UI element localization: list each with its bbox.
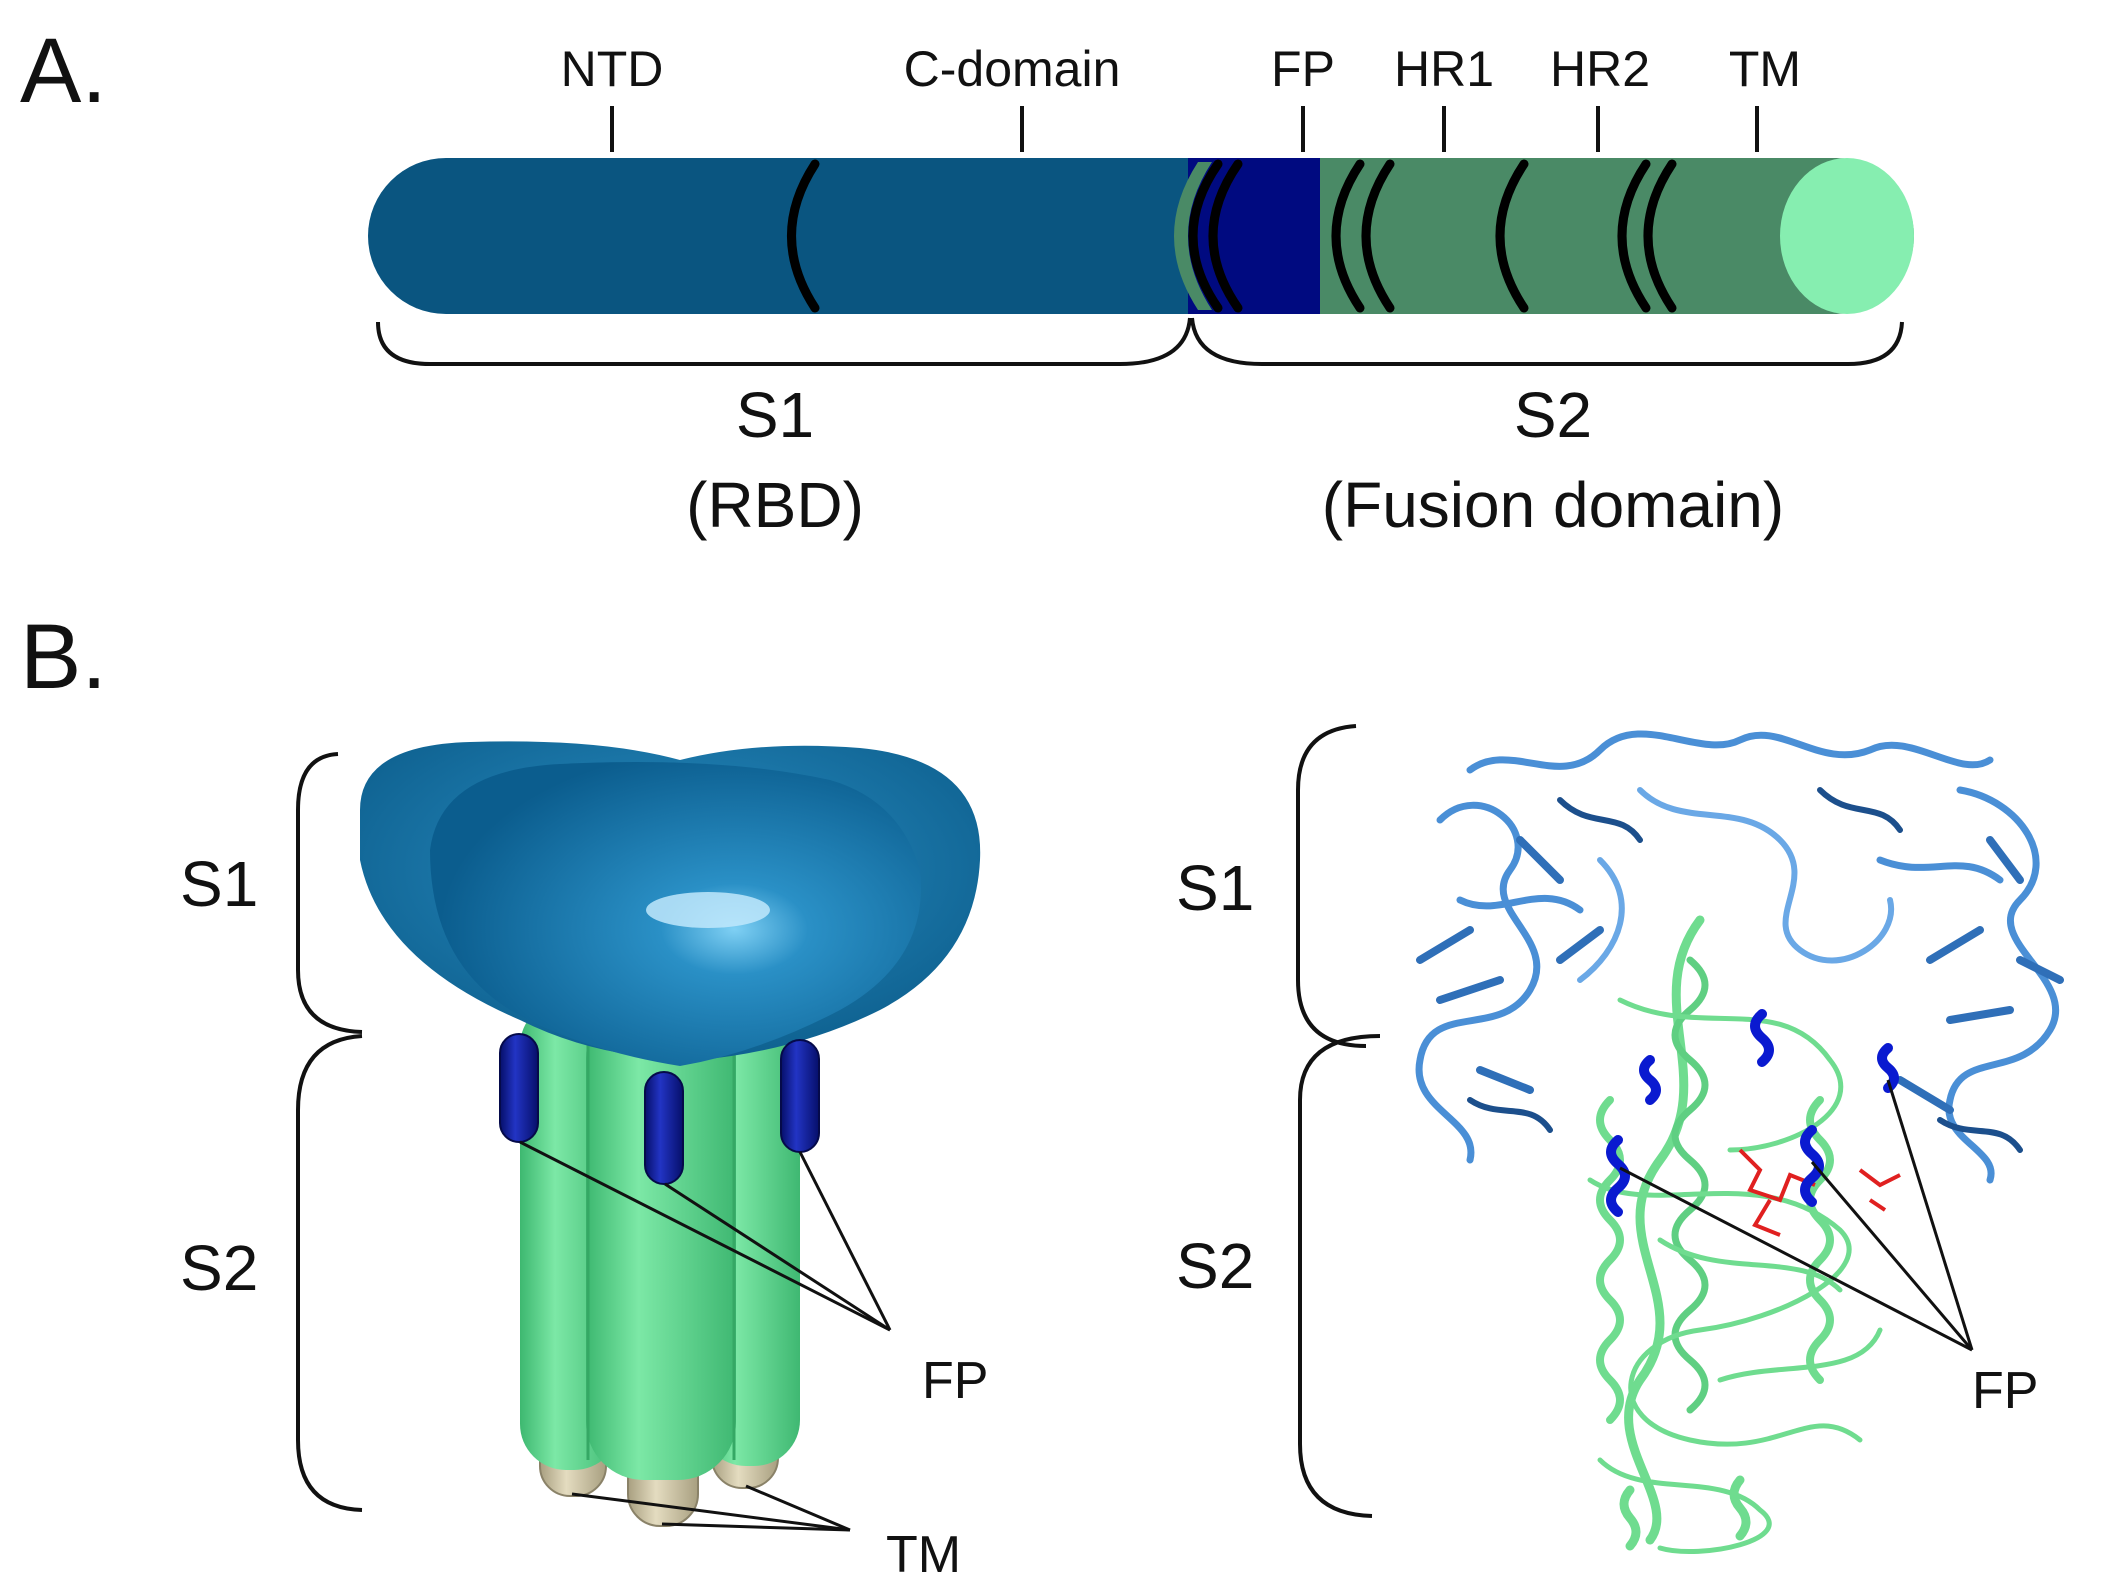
domain-tube [368,158,1914,314]
boundary-hr2-a [1617,159,1651,313]
boundary-hr1-a [1361,159,1395,313]
domain-label-hr1: HR1 [1394,41,1494,97]
structure-s1-ribbons [1415,730,2064,1184]
structure-s2-ribbons [1587,915,1883,1555]
boundary-hr2-tm [1643,159,1677,313]
s1-brace [376,317,1192,366]
ribbon-blue-right-lobe [1876,786,2060,1184]
structure-fp-leader-right [1886,1079,1974,1351]
model-leader-lines [519,1140,892,1532]
s2-subtitle: (Fusion domain) [1322,469,1784,541]
s1-label: S1 [736,379,814,451]
domain-label-tm: TM [1729,41,1801,97]
ribbon-green-coil-c [1617,997,1844,1293]
stalk-bundle-center [586,1000,736,1480]
structure-fp-label: FP [1972,1362,2038,1420]
ribbon-blue-left-lobe [1415,801,1584,1164]
ligand-red-a [1738,1148,1816,1237]
ribbon-blue-left-strands [1416,836,1604,1094]
s1-subtitle: (RBD) [686,469,864,541]
domain-label-fp: FP [1271,41,1335,97]
s2-brace [1190,317,1904,366]
structure-ligand [1738,1148,1901,1237]
ribbon-green-trunk [1624,915,1705,1545]
ribbon-green-helix-left [1596,1096,1624,1424]
structure-s2-label: S2 [1176,1230,1254,1302]
fp-pill-center [644,1071,684,1185]
model-s1-brace [296,752,363,1034]
tm-leader-center [661,1522,851,1532]
tm-leader-right [745,1484,851,1532]
ribbon-green-helix-right [1806,1096,1834,1384]
structure-leader-lines [1619,1079,1974,1352]
fp-leader-right [798,1151,892,1331]
cap-highlight [646,892,770,928]
model-fusion-peptides [499,1033,820,1185]
model-s2-stalk [520,1000,800,1480]
ribbon-green-coil-b [1597,1327,1883,1555]
model-fp-label: FP [922,1352,988,1410]
boundary-s1-s2-a [1188,159,1223,313]
boundary-fp-hr1 [1331,159,1365,313]
panel-a: A. NTD C-domain FP HR1 HR2 TM [20,20,1914,541]
ribbon-green-coil-a [1587,1177,1863,1447]
s2-label: S2 [1514,379,1592,451]
fp-helix-top [1750,1009,1774,1067]
ligand-red-b [1858,1168,1901,1212]
ribbon-green-foot-right [1729,1475,1751,1541]
model-s2-label: S2 [180,1232,258,1304]
ribbon-structure: S1 S2 [1176,724,2064,1555]
schematic-model: S1 S2 [180,741,988,1584]
fp-pill-right [780,1039,820,1153]
structure-fusion-peptides [1606,1009,1899,1217]
domain-label-c-domain: C-domain [904,41,1121,97]
boundary-s1-s2-b [1208,159,1243,313]
structure-fp-leader-left [1619,1166,1973,1352]
fp-helix-left-upper [1639,1055,1661,1105]
model-s1-label: S1 [180,848,258,920]
ribbon-blue-center [1577,787,1895,983]
ribbon-green-core [1671,956,1709,1414]
fp-helix-center [1800,1125,1824,1207]
ribbon-blue-top [1466,730,1994,774]
tube-c-terminal-end [1780,158,1914,314]
boundary-ntd-cdomain [787,159,820,313]
panel-a-braces [376,317,1904,366]
ribbon-blue-dark [1467,787,2023,1153]
fp-leader-left [519,1140,891,1332]
domain-label-hr2: HR2 [1550,41,1650,97]
structure-s1-brace [1296,724,1367,1048]
ribbon-green-foot-left [1619,1485,1641,1551]
fp-pill-left [499,1033,539,1143]
s1-segment [368,158,1188,314]
panel-b: B. S1 S2 [20,606,2064,1584]
model-s1-cap [360,741,981,1066]
domain-ticks [610,106,1759,152]
domain-labels: NTD C-domain FP HR1 HR2 TM [561,41,1801,97]
fp-helix-left [1606,1135,1630,1217]
fp-leader-center [664,1182,891,1332]
structure-fp-leader-center [1810,1161,1974,1351]
model-tm-label: TM [886,1526,961,1584]
boundary-hr1-hr2 [1495,159,1529,313]
fp-helix-right [1877,1043,1899,1093]
panel-a-label: A. [20,20,107,122]
domain-label-ntd: NTD [561,41,664,97]
model-s2-brace [296,1034,363,1512]
structure-s2-brace [1298,1034,1381,1518]
s1-s2-junction [1174,162,1212,310]
panel-b-label: B. [20,606,107,708]
structure-s1-label: S1 [1176,852,1254,924]
ribbon-blue-right-strands [1896,836,2064,1114]
tm-leader-left [571,1492,851,1532]
